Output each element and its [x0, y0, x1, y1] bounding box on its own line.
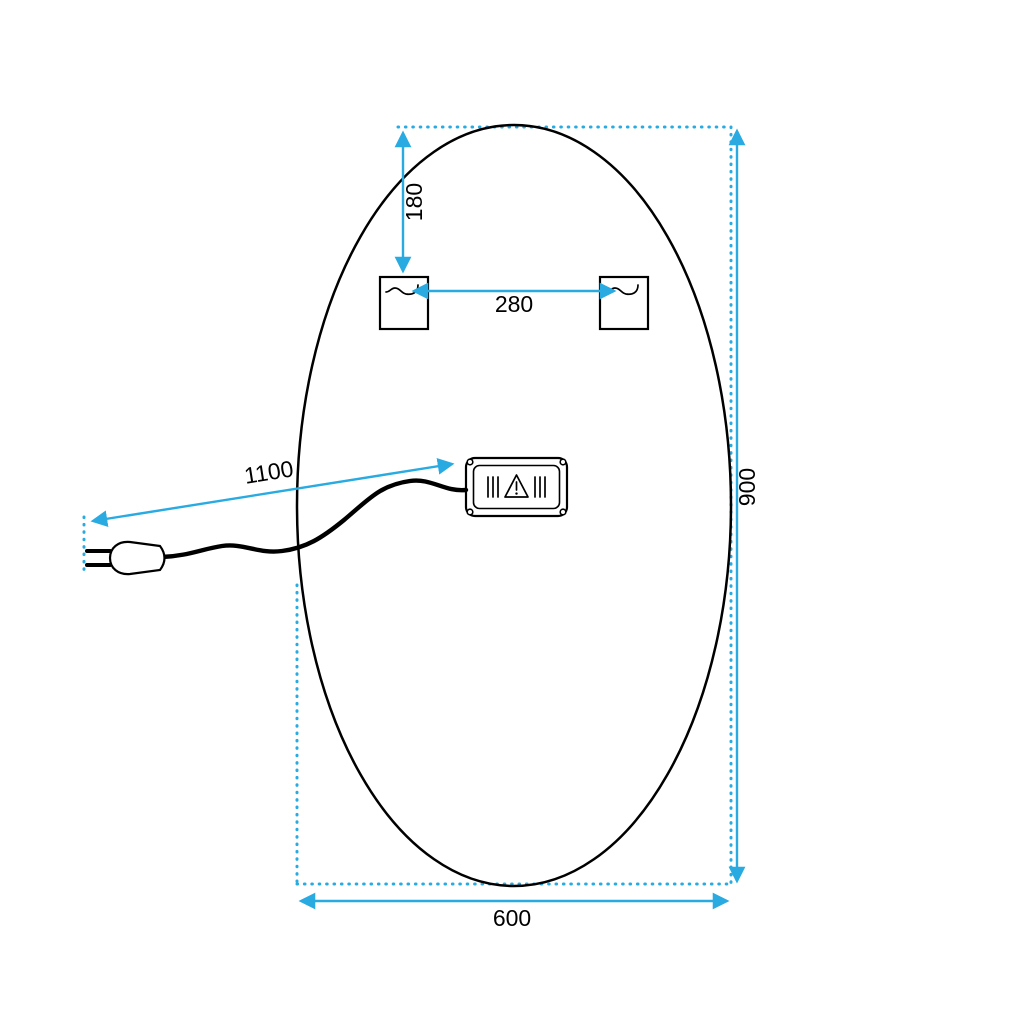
dimension-top-to-brackets: 180 — [394, 130, 427, 274]
plug-body — [108, 540, 166, 576]
label-bars-right-icon — [534, 476, 546, 498]
mounting-bracket-icon — [598, 275, 650, 331]
dimension-label-900: 900 — [734, 468, 760, 506]
screw-hole-icon — [466, 508, 474, 516]
mounting-bracket-icon — [378, 275, 430, 331]
dimension-label-600: 600 — [493, 905, 531, 931]
power-cable — [159, 478, 469, 560]
screw-hole-icon — [466, 458, 474, 466]
dimension-label-280: 280 — [495, 291, 533, 317]
power-supply-box — [464, 456, 569, 518]
dimension-bracket-spacing: 280 — [411, 282, 617, 317]
screw-hole-icon — [559, 508, 567, 516]
power-plug-icon — [85, 540, 166, 576]
dimension-label-1100: 1100 — [242, 455, 295, 488]
dimension-mirror-height: 900 — [728, 128, 760, 884]
dimension-mirror-width: 600 — [298, 892, 730, 931]
mounting-bracket-left — [378, 275, 430, 331]
dimension-label-180: 180 — [401, 183, 427, 221]
warning-triangle-icon — [504, 474, 529, 498]
mounting-bracket-right — [598, 275, 650, 331]
label-bars-left-icon — [487, 476, 499, 498]
bounding-box-dotted — [82, 125, 733, 886]
dimension-cable-length: 1100 — [90, 455, 455, 528]
dimension-line-1100 — [90, 457, 455, 528]
screw-hole-icon — [559, 458, 567, 466]
